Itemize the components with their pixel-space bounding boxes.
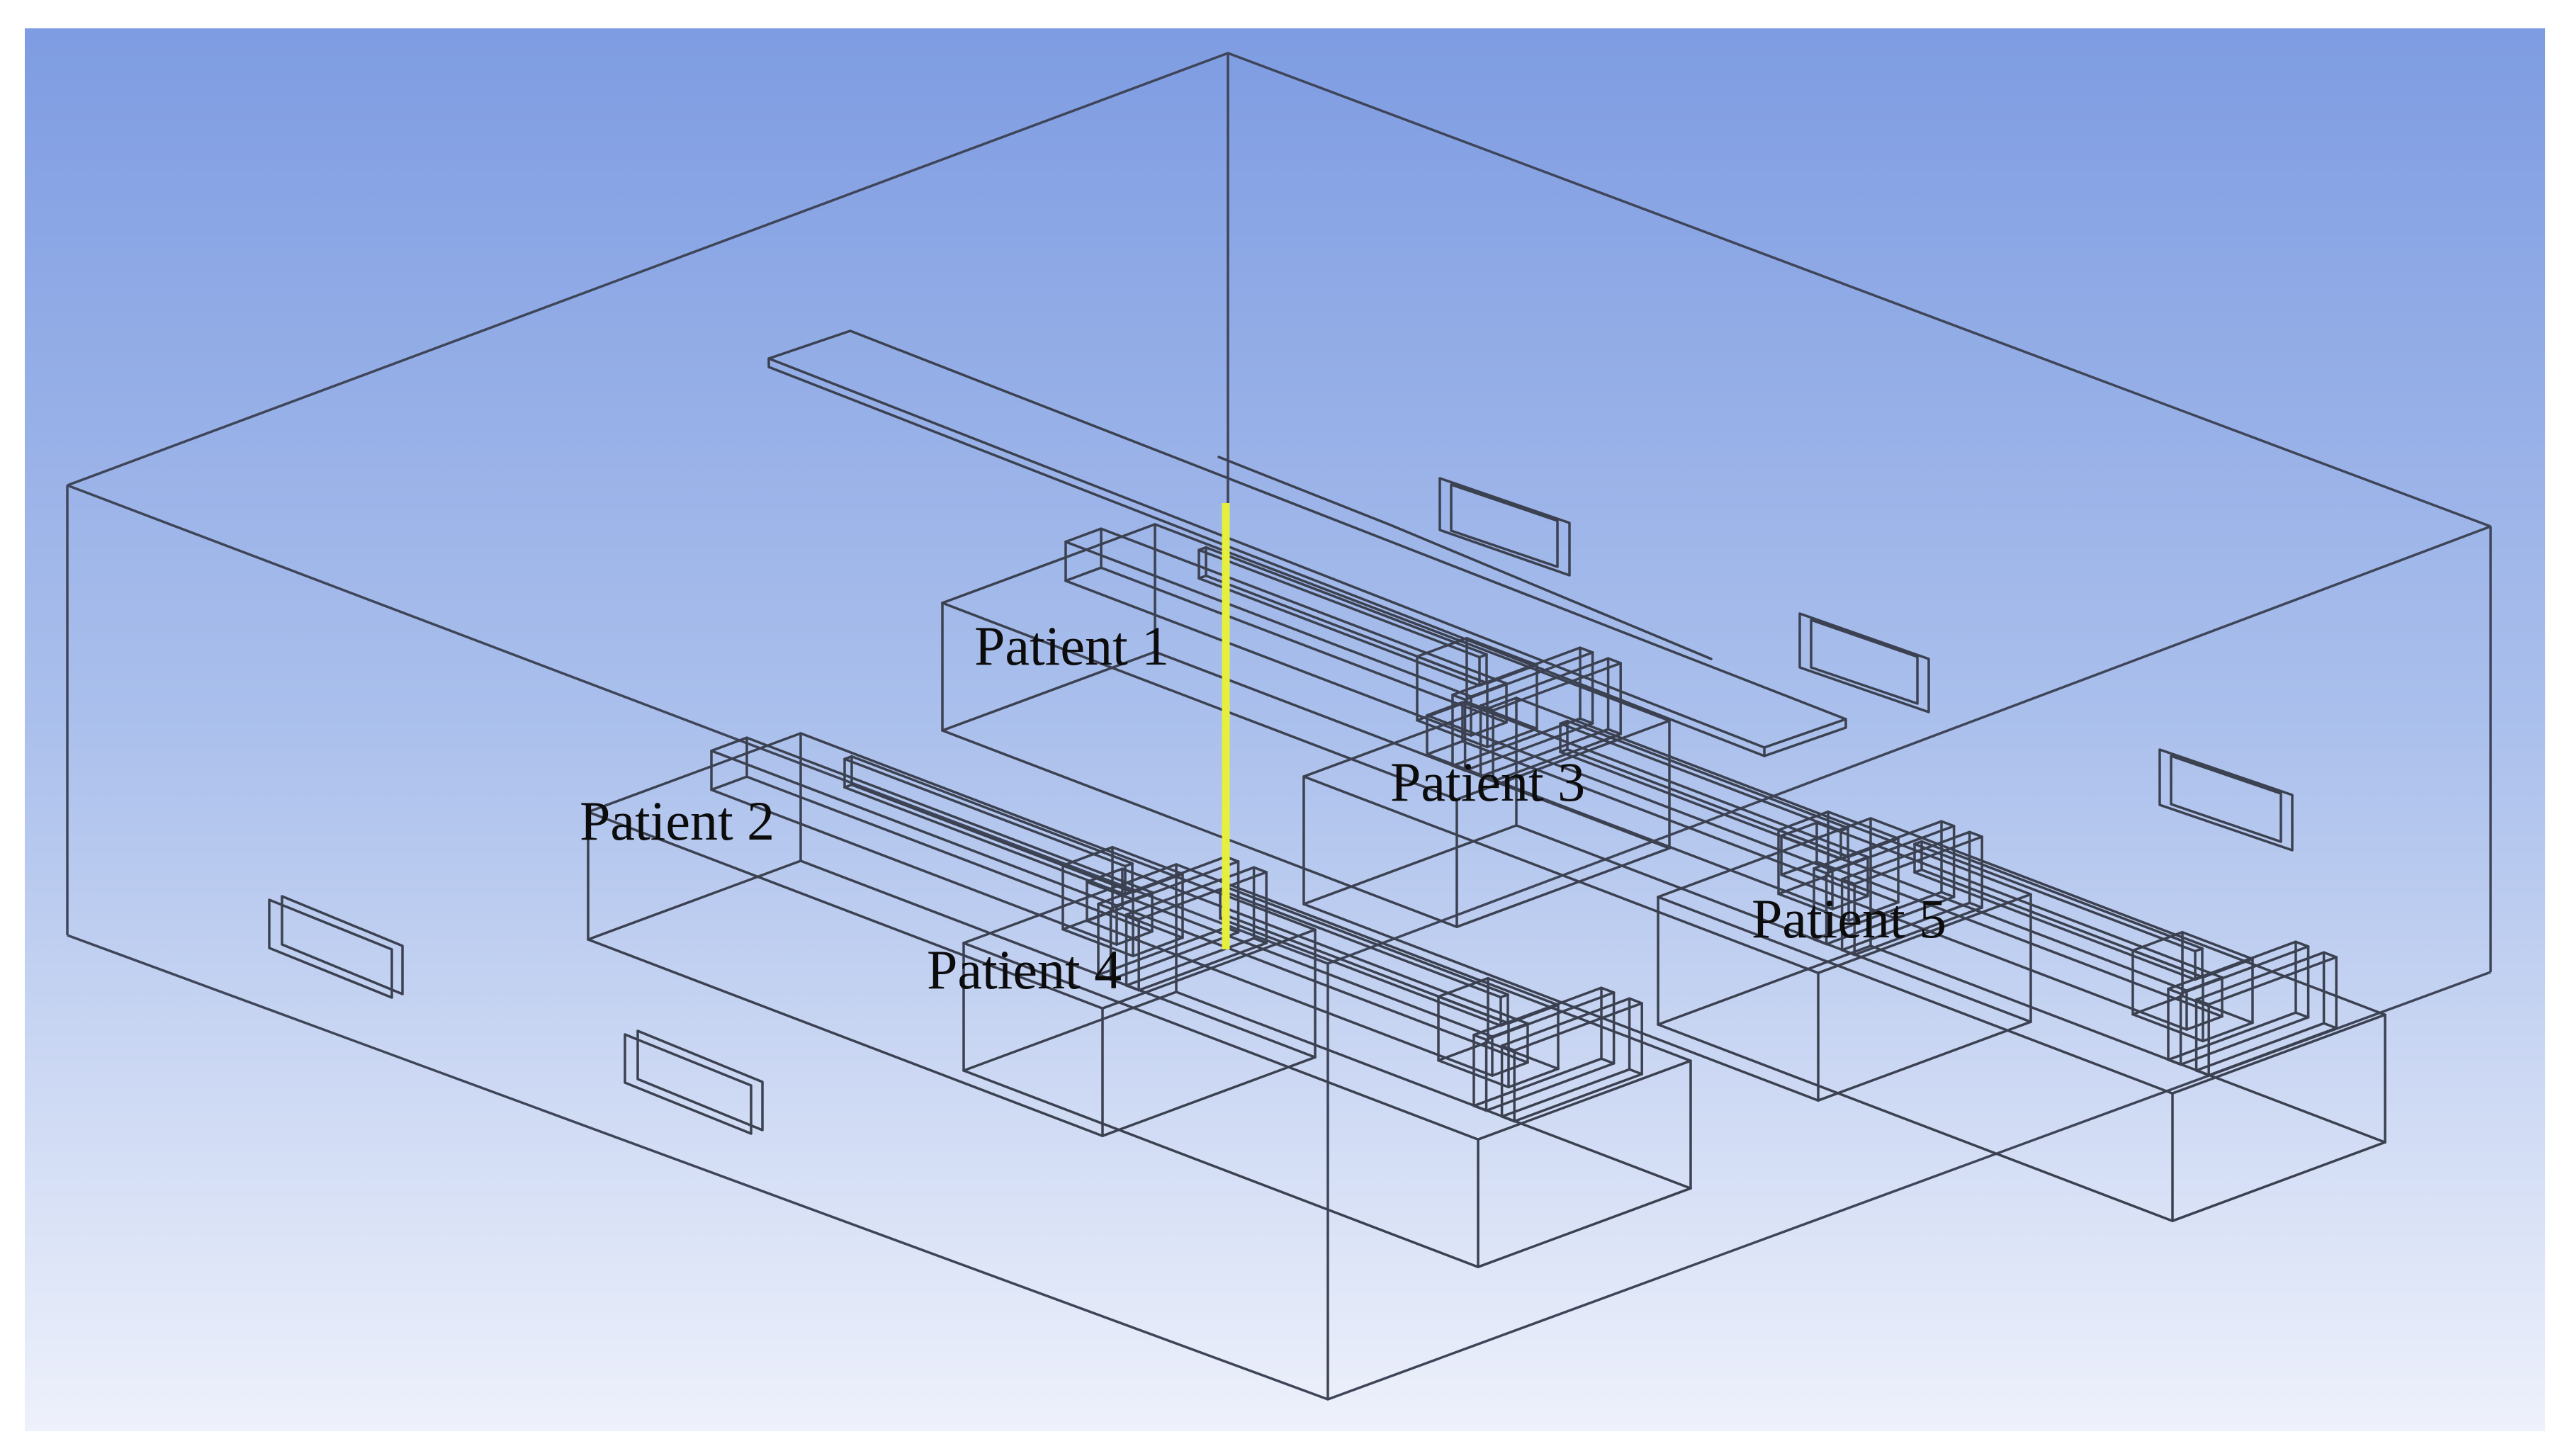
wall-vent-right-2 — [1798, 612, 1930, 713]
patient-2-label: Patient 2 — [580, 790, 774, 852]
patient-3-label: Patient 3 — [1390, 751, 1585, 813]
patient-4-label: Patient 4 — [927, 939, 1122, 1000]
room-box — [66, 52, 2492, 1401]
wall-vent-right-1 — [1438, 477, 1571, 577]
wall-vent-left-2 — [624, 1029, 764, 1135]
ceiling-duct — [767, 329, 1847, 757]
patient-5-label: Patient 5 — [1752, 888, 1946, 949]
patient-1-label: Patient 1 — [974, 615, 1169, 677]
patient-bed-5 — [1657, 817, 2386, 1222]
patient-bed-4 — [962, 863, 1692, 1268]
patient-bed-1 — [941, 523, 1671, 928]
wall-vent-left-1 — [268, 895, 404, 999]
viewport-background — [25, 28, 2545, 1431]
wall-vent-right-3 — [2158, 748, 2294, 852]
